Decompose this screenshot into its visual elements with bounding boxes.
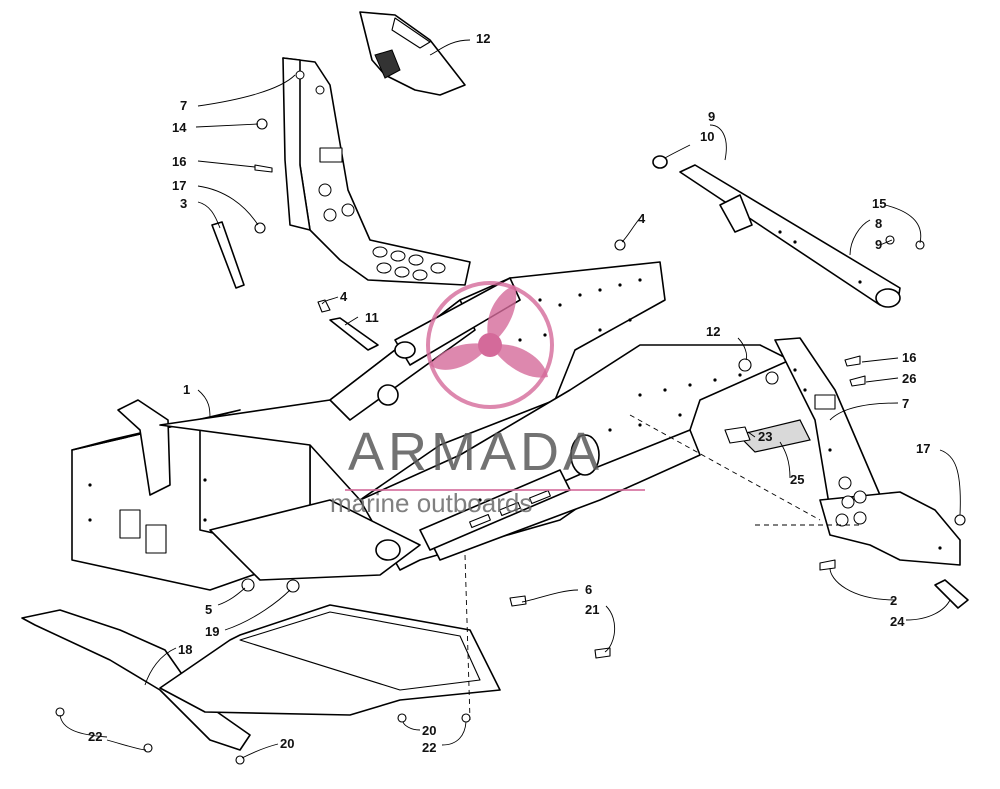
steering-post-left <box>282 57 471 286</box>
callout-7-left: 7 <box>180 98 187 113</box>
callout-23: 23 <box>758 429 772 444</box>
watermark-brand: ARMADA <box>348 422 603 482</box>
callout-16-left: 16 <box>172 154 186 169</box>
callout-11: 11 <box>365 310 379 325</box>
belly-pan <box>21 604 501 751</box>
main-frame <box>71 261 791 591</box>
bottom-plate-24 <box>934 579 969 609</box>
callout-26: 26 <box>902 371 916 386</box>
callout-8: 8 <box>875 216 882 231</box>
callout-21: 21 <box>585 602 599 617</box>
callout-6: 6 <box>585 582 592 597</box>
callout-20-left: 20 <box>280 736 294 751</box>
callout-13: 12 <box>476 31 490 46</box>
left-fasteners <box>254 118 273 234</box>
leader-lines <box>59 39 961 759</box>
callout-24: 24 <box>890 614 905 629</box>
callout-7-right: 7 <box>902 396 909 411</box>
watermark: ARMADA marine outboards <box>330 281 645 518</box>
callout-18: 18 <box>178 642 192 657</box>
callout-15: 15 <box>872 196 886 211</box>
callout-9-top: 9 <box>708 109 715 124</box>
callout-2: 2 <box>890 593 897 608</box>
mesh-and-bracket <box>724 419 811 453</box>
callout-16-right: 16 <box>902 350 916 365</box>
callout-22-right: 22 <box>422 740 436 755</box>
callout-17-right: 17 <box>916 441 930 456</box>
callout-9-right: 9 <box>875 237 882 252</box>
callout-1: 1 <box>183 382 190 397</box>
callout-10: 10 <box>700 129 714 144</box>
callout-3: 3 <box>180 196 187 211</box>
callout-17-left: 17 <box>172 178 186 193</box>
upper-cover <box>359 11 466 96</box>
callout-5: 5 <box>205 602 212 617</box>
callout-labels: 12 7 14 16 17 3 4 11 1 4 9 10 15 8 9 12 … <box>88 31 930 755</box>
propeller-logo-icon <box>426 281 554 409</box>
callout-19: 19 <box>205 624 219 639</box>
steering-post-right <box>774 337 961 566</box>
cross-bar <box>652 155 901 308</box>
steering-column-rod <box>211 221 245 289</box>
callout-20-right: 20 <box>422 723 436 738</box>
plate-and-rivet-left <box>317 299 379 351</box>
watermark-tagline: marine outboards <box>330 488 532 518</box>
callout-4-left: 4 <box>340 289 348 304</box>
callout-12: 12 <box>706 324 720 339</box>
callout-14: 14 <box>172 120 187 135</box>
callout-25: 25 <box>790 472 804 487</box>
callout-4-right: 4 <box>638 211 646 226</box>
callout-22-left: 22 <box>88 729 102 744</box>
